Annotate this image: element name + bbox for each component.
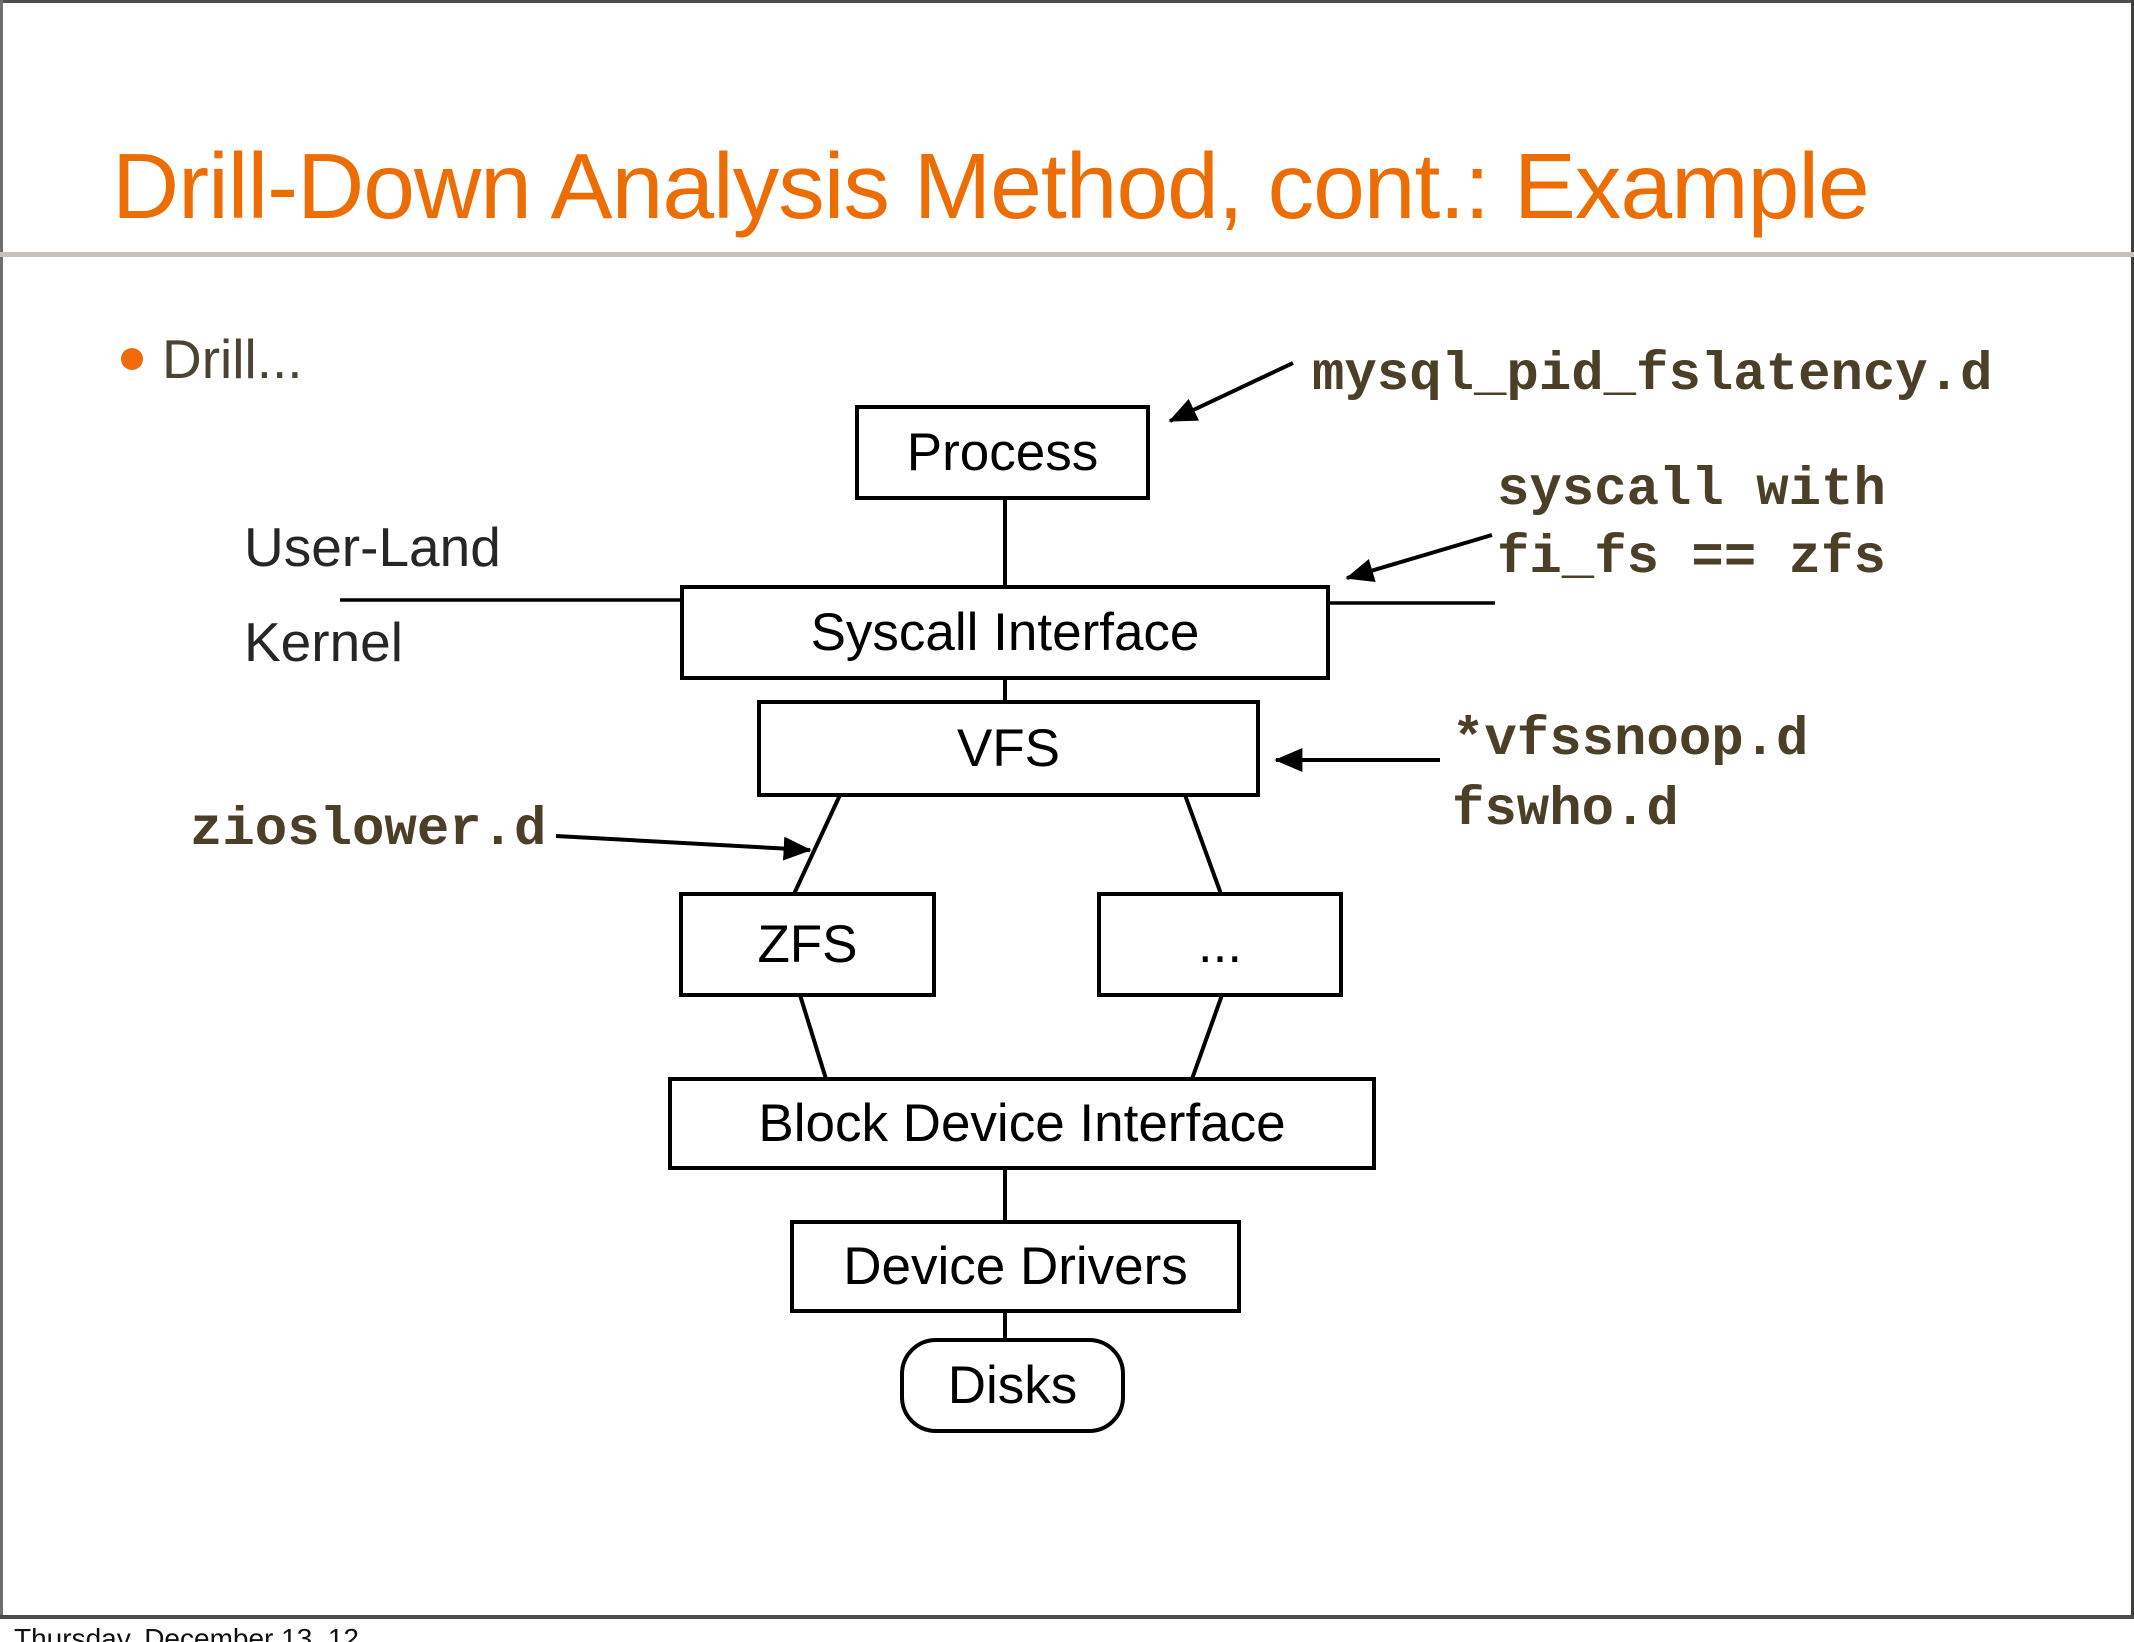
slide-border-left xyxy=(0,0,3,1618)
node-syscall-interface: Syscall Interface xyxy=(680,585,1330,680)
annotation-vfssnoop: *vfssnoop.d xyxy=(1452,710,1809,771)
edge-dots-block xyxy=(1190,994,1224,1080)
annotation-fi-fs-zfs: fi_fs == zfs xyxy=(1497,528,1886,589)
label-kernel: Kernel xyxy=(244,611,403,673)
node-vfs: VFS xyxy=(757,700,1260,797)
title-divider xyxy=(0,252,2134,257)
node-disks: Disks xyxy=(900,1338,1125,1433)
arrow-syscall-annotation xyxy=(1345,533,1493,582)
node-device-drivers: Device Drivers xyxy=(790,1220,1241,1313)
slide-border-right xyxy=(2131,0,2134,1618)
slide-border-top xyxy=(0,0,2134,3)
node-other-filesystems: ... xyxy=(1097,892,1343,997)
annotation-mysql-pid-fslatency: mysql_pid_fslatency.d xyxy=(1312,345,1993,406)
node-process-label: Process xyxy=(906,423,1099,482)
edge-zfs-block xyxy=(798,994,828,1080)
arrow-mysql-to-process xyxy=(1168,361,1294,423)
edge-vfs-zfs xyxy=(792,794,842,895)
annotation-zioslower: zioslower.d xyxy=(190,800,547,861)
slide-border-bottom xyxy=(0,1615,2134,1619)
node-zfs: ZFS xyxy=(679,892,936,997)
node-process: Process xyxy=(855,405,1150,500)
node-vfs-label: VFS xyxy=(956,719,1061,778)
node-drivers-label: Device Drivers xyxy=(843,1237,1188,1296)
label-userland: User-Land xyxy=(244,516,501,578)
footer-date: Thursday, December 13, 12 xyxy=(14,1623,359,1642)
bullet-text: Drill... xyxy=(162,328,303,390)
node-disks-label: Disks xyxy=(947,1356,1078,1415)
node-zfs-label: ZFS xyxy=(757,915,858,974)
node-syscall-label: Syscall Interface xyxy=(810,603,1200,662)
annotation-fswho: fswho.d xyxy=(1452,780,1679,841)
arrow-zioslower-to-edge xyxy=(555,834,812,861)
node-dots-label: ... xyxy=(1197,915,1243,974)
bullet-dot xyxy=(121,348,143,370)
page-title: Drill-Down Analysis Method, cont.: Examp… xyxy=(112,134,1870,238)
node-block-device-interface: Block Device Interface xyxy=(668,1077,1376,1170)
annotation-syscall-with: syscall with xyxy=(1497,460,1886,521)
edge-vfs-dots xyxy=(1183,794,1223,895)
node-block-label: Block Device Interface xyxy=(758,1094,1286,1153)
